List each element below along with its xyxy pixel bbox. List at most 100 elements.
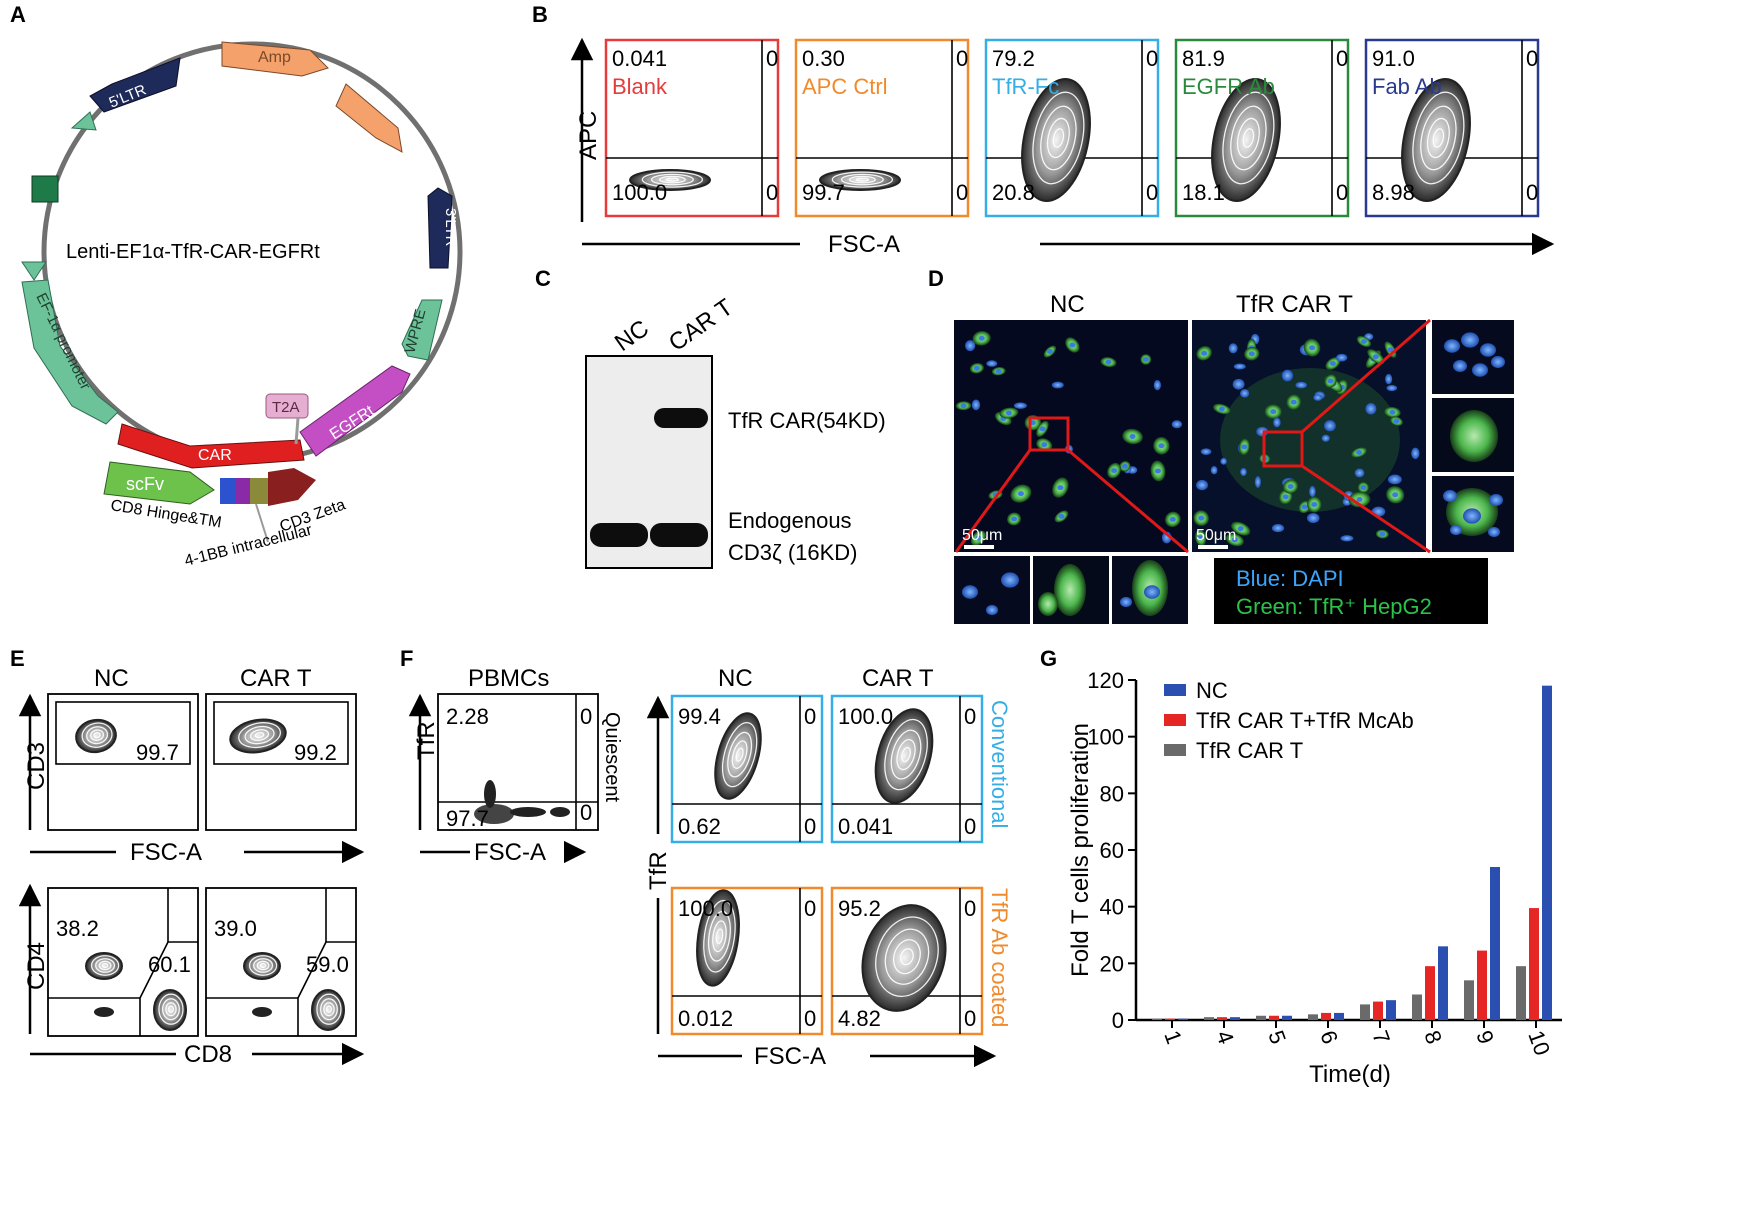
e-bot-dn-dots [252,1007,272,1017]
d-inset-merge-nucleus [1489,494,1503,506]
g-bar-tfr-car-t-tfr-mcab [1373,1001,1383,1020]
b-quadrant-ll: 100.0 [612,180,667,205]
b-contour-ring-0 [641,171,704,188]
b-contour-ring-2 [1046,117,1070,159]
g-y-tick-label: 80 [1100,781,1124,806]
small-teal-arrow-2 [21,261,47,281]
b-quadrant-ll: 8.98 [1372,180,1415,205]
g-bar-tfr-car-t [1516,966,1526,1020]
e-bot-dn-dots [94,1007,114,1017]
g-x-tick-label: 1 [1159,1027,1187,1047]
f-quad-ll: 0.012 [678,1006,733,1031]
d-inset-nucleus [1491,356,1505,368]
f-quad-ul: 99.4 [678,704,721,729]
cd3zeta-segment [268,468,316,506]
panel-label-g: G [1040,646,1057,671]
d-zoom-box-cart [1262,430,1304,468]
g-bar-tfr-car-t [1204,1017,1214,1020]
e-bot-cd4-contour-ring-0 [248,955,278,976]
b-contour [1021,77,1091,203]
d-dapi-nucleus [1273,417,1281,428]
b-quadrant-lr: 0 [1146,180,1158,205]
b-y-axis-label: APC [575,111,602,160]
f-quad-ll: 0.62 [678,814,721,839]
d-cell-nucleus [995,368,1002,374]
d-inset-merge-nucleus [1450,524,1462,536]
f-contour-ring-0 [721,721,758,788]
b-quadrant-ul: 0.041 [612,46,667,71]
panel-label-a: A [10,2,26,27]
egfrt-feature [299,365,411,457]
f-contour-ring-1 [890,729,922,780]
e-top-contour-ring-3 [93,732,101,739]
d-cell-nucleus [1372,354,1379,360]
e-bot-cd4-contour-ring-2 [256,960,270,971]
b-quadrant-ul: 91.0 [1372,46,1415,71]
e-bot-cd4-value: 39.0 [214,916,257,941]
d-cell-nucleus [1129,433,1136,439]
b-contour-ring-0 [831,171,894,188]
b-x-axis-label: FSC-A [828,231,900,258]
b-plot-name: TfR-Fc [992,74,1059,99]
e-bot-cd4-contour [85,952,123,980]
scfv-feature [103,461,215,505]
f-main-ylabel-gap [646,834,670,898]
f-pbmc-ur: 0 [580,704,592,729]
b-contour [819,169,901,191]
d-inset-nucleus [1461,332,1479,348]
d-col-nc: NC [1050,291,1085,318]
amp-orf-arrow [335,83,403,153]
f-pbmc-pop [474,804,514,824]
d-cell-nucleus [1287,483,1294,489]
d-cell-nucleus [1248,351,1255,357]
g-y-tick-label: 20 [1100,951,1124,976]
d-dapi-nucleus [1051,381,1064,389]
f-contour-ring-1 [727,731,753,778]
g-bar-nc [1438,946,1448,1020]
f-quad-lr: 0 [964,814,976,839]
b-quadrant-ll: 99.7 [802,180,845,205]
d-cell-nucleus [1218,406,1225,412]
d-cell-nucleus [1379,531,1386,537]
g-x-tick-label: 9 [1471,1027,1499,1047]
g-legend-label: NC [1196,678,1228,703]
e-top-contour [75,718,117,754]
f-contour-ring-2 [731,740,748,769]
g-x-tick-label: 10 [1523,1027,1555,1059]
small-teal-arrow-1 [70,111,97,131]
b-contour-ring-3 [855,177,870,182]
blot-band-cd3z-cart [650,523,708,547]
g-legend-label: TfR CAR T [1196,738,1303,763]
e-top-gate [55,701,191,765]
d-cell-nucleus [1057,485,1064,491]
d-cell-nucleus [1046,349,1053,355]
e-bot-cd4-value: 38.2 [56,916,99,941]
d-dapi-nucleus [1220,457,1227,465]
d-dapi-nucleus [1233,363,1246,370]
d-cell-nucleus [1154,468,1161,474]
d-inset-nucleus [1480,343,1496,357]
d-inset-merge-nucleus [1488,526,1500,538]
e-bot-plot-1: 39.059.0 [205,887,357,1037]
b-contour-ring-0 [1412,91,1465,185]
f-contour-ring-3 [735,747,744,762]
f-pbmc-title: PBMCs [468,665,549,692]
b-contour-ring-1 [1230,105,1267,171]
d-inset-green-cell [1450,410,1498,462]
e-bot-y-label: CD4 [23,942,50,990]
d-dapi-nucleus [1153,380,1162,391]
b-contour-ring-0 [1032,91,1085,185]
d-inset-bottom-nucleus [986,604,998,616]
d-dapi-nucleus [1309,485,1316,498]
panel-label-e: E [10,646,25,671]
f-contour-ring-2 [893,939,921,975]
g-x-tick-label: 7 [1367,1027,1395,1047]
g-y-tick-label: 100 [1087,725,1124,750]
d-inset-merge-nucleus [1443,490,1457,502]
d-cell-nucleus [1169,516,1176,522]
e-col-nc: NC [94,665,129,692]
